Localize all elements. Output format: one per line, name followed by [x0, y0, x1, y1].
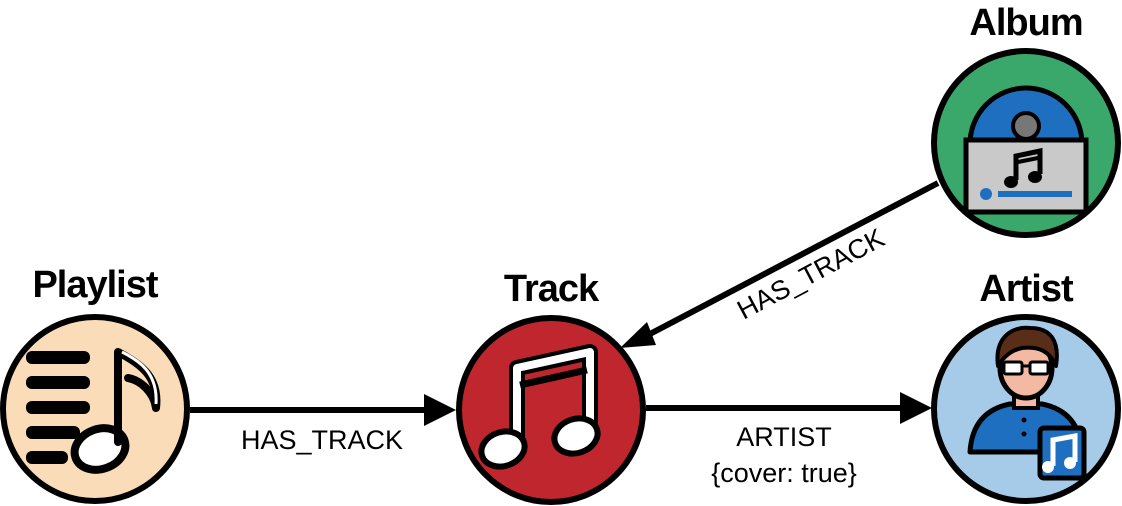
- artist-person-icon: [967, 325, 1087, 481]
- album-cd-icon: [963, 85, 1089, 215]
- edge-label-track-artist: ARTIST: [736, 422, 832, 452]
- node-title-playlist: Playlist: [32, 264, 158, 306]
- music-note-icon: [478, 344, 601, 470]
- node-album[interactable]: [931, 48, 1121, 238]
- edge-label-album-track: HAS_TRACK: [732, 223, 889, 326]
- node-artist[interactable]: [931, 314, 1121, 504]
- node-title-album: Album: [969, 2, 1082, 44]
- edge-playlist-track: [190, 394, 456, 426]
- node-title-track: Track: [504, 268, 600, 310]
- playlist-icon: [26, 348, 161, 474]
- edge-track-artist: [646, 392, 932, 424]
- edge-label-playlist-track: HAS_TRACK: [241, 425, 403, 455]
- edge-album-track: [620, 180, 940, 348]
- node-title-artist: Artist: [979, 268, 1074, 310]
- node-track[interactable]: [456, 315, 646, 505]
- node-playlist[interactable]: [0, 314, 190, 504]
- edge-props-track-artist: {cover: true}: [711, 458, 857, 488]
